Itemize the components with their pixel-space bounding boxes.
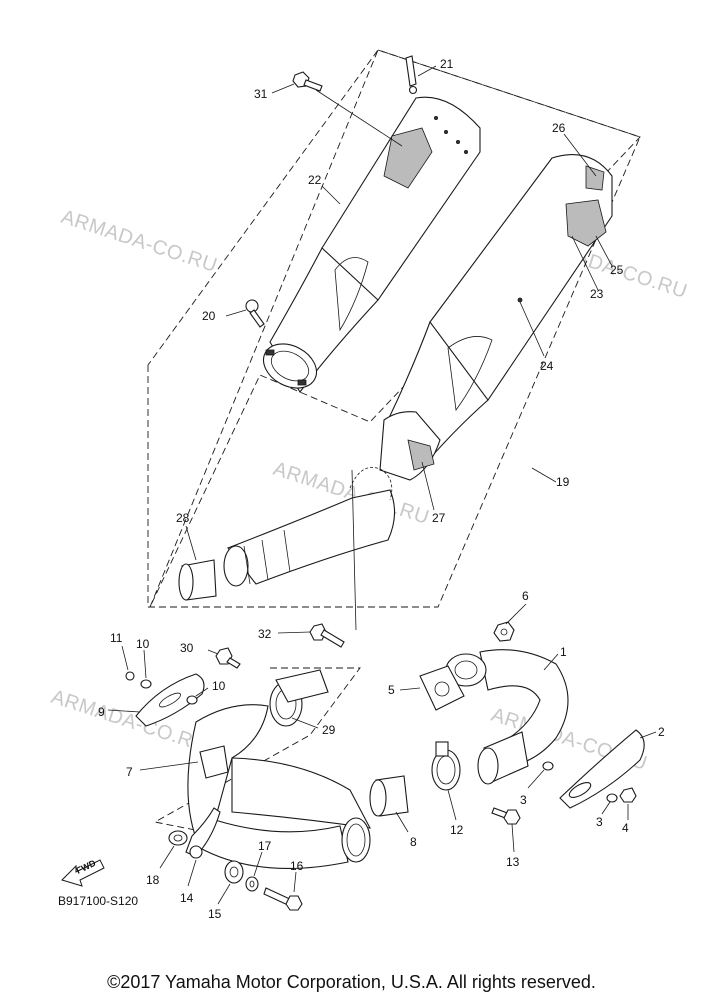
bolt-30: [215, 647, 241, 669]
washer-3a: [542, 761, 554, 771]
callout-5: 5: [388, 683, 395, 697]
callout-18: 18: [146, 873, 160, 887]
bolt-16: [263, 887, 303, 911]
fwd-arrow-icon: FWD: [61, 858, 105, 887]
callout-32: 32: [258, 627, 272, 641]
callout-2: 2: [658, 725, 665, 739]
callout-9: 9: [98, 705, 105, 719]
callout-3b: 3: [596, 815, 603, 829]
sleeve-8: [369, 775, 409, 817]
gasket-5: [419, 665, 465, 711]
washer-3b: [606, 793, 618, 803]
callout-1: 1: [560, 645, 567, 659]
bolt-13: [491, 807, 521, 825]
callout-30: 30: [180, 641, 194, 655]
callout-10b: 10: [212, 679, 226, 693]
muffler-assembly-19-outline: [147, 49, 641, 608]
bracket-14: [185, 807, 221, 859]
callout-21: 21: [440, 57, 454, 71]
nut-6: [493, 621, 515, 642]
callout-31: 31: [254, 87, 268, 101]
bolt-31: [292, 71, 323, 92]
protector-9-slot: [159, 692, 181, 708]
callout-15: 15: [208, 907, 222, 921]
protector-9: [135, 673, 205, 727]
damper-15: [224, 860, 244, 884]
callout-28: 28: [176, 511, 190, 525]
bolt-32: [309, 623, 345, 648]
heat-protector-2-slot: [568, 782, 592, 798]
callout-29: 29: [322, 723, 336, 737]
gasket-5-hole: [434, 681, 450, 697]
callout-22: 22: [308, 173, 322, 187]
clamp-29: [269, 669, 329, 727]
exhaust-pipe-7: [187, 704, 371, 869]
callout-26: 26: [552, 121, 566, 135]
clamp-assembly-outline: [153, 667, 361, 843]
diagram-code: B917100-S120: [58, 894, 139, 908]
muffler-shell-22: [263, 96, 481, 393]
screw-11: [125, 671, 135, 681]
callout-labels: 31 21 22 26 25 23 20 24 19 27 28 6 32 11…: [98, 57, 665, 921]
callout-20: 20: [202, 309, 216, 323]
clamp-12: [431, 741, 461, 791]
callout-8: 8: [410, 835, 417, 849]
callout-6: 6: [522, 589, 529, 603]
callout-7: 7: [126, 765, 133, 779]
callout-17: 17: [258, 839, 272, 853]
callout-11: 11: [110, 631, 123, 645]
collar-18: [168, 830, 188, 846]
callout-12: 12: [450, 823, 464, 837]
callout-13: 13: [506, 855, 520, 869]
copyright-notice: ©2017 Yamaha Motor Corporation, U.S.A. A…: [107, 972, 596, 992]
callout-27: 27: [432, 511, 446, 525]
callout-10a: 10: [136, 637, 150, 651]
callout-19: 19: [556, 475, 570, 489]
leader-lines: [107, 65, 657, 905]
callout-16: 16: [290, 859, 304, 873]
callout-25: 25: [610, 263, 624, 277]
muffler-22-group-outline: [149, 49, 641, 608]
watermark-1: ARMADA-CO.RU: [58, 206, 220, 277]
callout-23: 23: [590, 287, 604, 301]
callout-3a: 3: [520, 793, 527, 807]
washer-17: [245, 876, 259, 892]
header-pipe-1: [445, 649, 569, 785]
callout-24: 24: [540, 359, 554, 373]
bolt-20: [245, 299, 265, 328]
washer-10a: [140, 679, 152, 689]
callout-4: 4: [622, 821, 629, 835]
bolt-21: [405, 55, 418, 95]
muffler-body-24: [379, 154, 613, 481]
callout-14: 14: [180, 891, 194, 905]
bolt-4: [619, 787, 637, 803]
washer-10b: [186, 695, 198, 705]
